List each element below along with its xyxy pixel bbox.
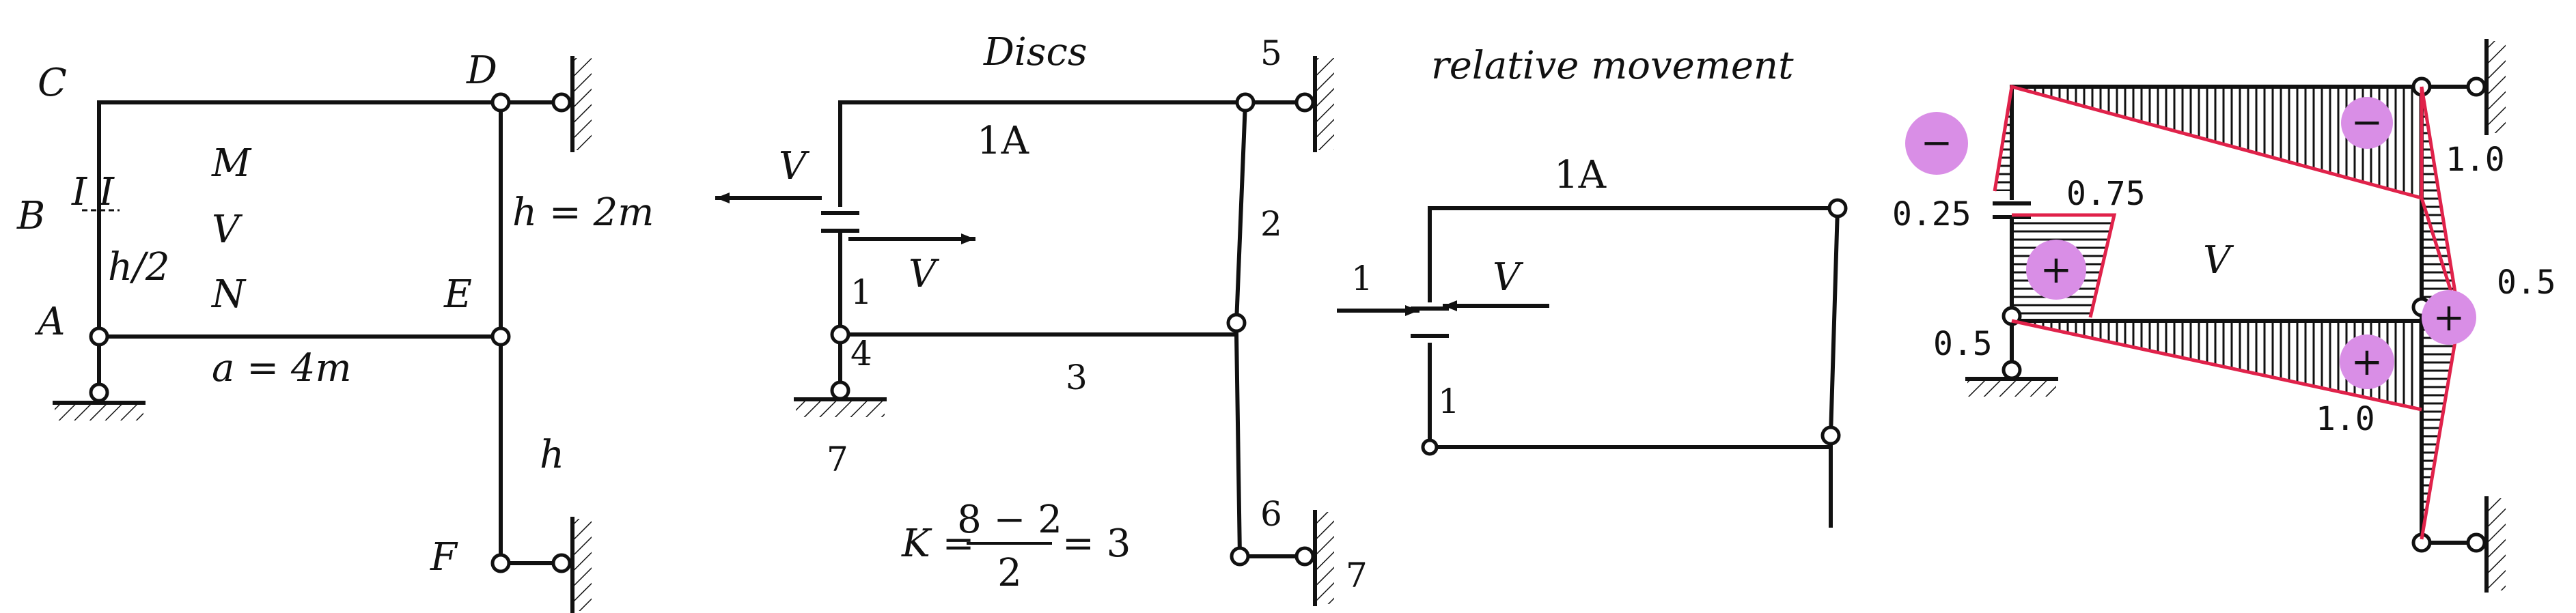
panel-relative-movement: relative movement 1A 1 V 1 [1337,44,1848,528]
formula-k: K = 8 − 2 2 = 3 [901,498,1131,595]
node-label-5: 5 [1260,33,1282,73]
force-label-m: M [211,141,252,186]
discs-title: Discs [983,30,1088,74]
disc-label-1a: 1A [977,119,1029,163]
svg-text:−: − [1921,121,1953,165]
node-label-c: C [38,61,67,105]
panel-discs: Discs 5 1A V 2 V 1 4 3 7 6 7 K = 8 − 2 2… [715,30,1368,606]
svg-text:+: + [2433,296,2465,340]
hinge-d [490,92,511,113]
relative-movement-title: relative movement [1431,44,1794,88]
svg-text:+: + [2040,248,2073,292]
node-label-7-left: 7 [827,440,848,479]
disc-label-1: 1 [1438,382,1460,421]
pin-support-f [499,517,592,613]
roller-support-a [53,334,146,420]
section-label: I I [71,170,115,214]
force-label-n: N [210,272,247,317]
dim-label-half-h: h/2 [108,245,170,289]
force-label-v: V [2203,238,2234,283]
value-label-0-75: 0.75 [2066,175,2146,213]
panel-internal-force-diagram: − − + + + 0.25 0.75 1.0 V 0.5 0.5 1.0 [1892,39,2556,593]
sign-marker-bottom-beam: + [2340,334,2394,389]
node-label-b: B [16,194,45,238]
node-label-6: 6 [1260,494,1282,534]
arrow-label-1: 1 [1351,259,1373,298]
disc-label-2: 2 [1260,204,1282,244]
force-label-v: V [212,208,243,252]
dim-label-h: h [540,433,564,477]
value-label-1-0-top: 1.0 [2446,141,2505,179]
sign-marker-top-right: − [2341,97,2393,149]
value-label-0-5-left: 0.5 [1933,325,1993,363]
node-label-a: A [34,300,65,344]
node-label-4: 4 [850,334,872,373]
value-label-0-5-right: 0.5 [2497,263,2556,302]
node-label-e: E [443,272,472,317]
diagram-outline-left [2012,213,2117,318]
node-label-7-right: 7 [1346,556,1368,595]
pin-support-d [499,56,592,152]
hinge-a [89,326,109,347]
value-label-0-25: 0.25 [1892,195,1971,233]
node-label-f: F [430,535,458,580]
sign-marker-positive-right: + [2422,290,2476,345]
node-label-d: D [466,48,497,93]
dim-label-a-4m: a = 4m [212,346,352,390]
sign-marker-negative: − [1905,112,1968,175]
force-label-v-left: V [779,144,810,188]
svg-text:8 − 2: 8 − 2 [957,498,1062,542]
svg-text:= 3: = 3 [1062,522,1131,566]
svg-text:−: − [2351,100,2383,145]
svg-text:2: 2 [997,551,1022,595]
hinge-f [490,553,511,573]
dim-label-h-2m: h = 2m [512,190,654,235]
diagram-outline-bottom [2011,319,2422,412]
force-label-v: V [1493,255,1524,300]
disc-label-1: 1 [850,272,872,312]
sign-marker-positive-left: + [2026,240,2086,300]
panel-frame-geometry: C D B I I M V N h/2 h = 2m E A a = 4m h … [16,48,654,613]
svg-text:K =: K = [901,522,975,566]
hinge-e [490,326,511,347]
force-label-v-right: V [909,252,940,296]
disc-label-3: 3 [1066,358,1088,397]
value-label-1-0-bottom: 1.0 [2316,400,2375,438]
disc-label-1a: 1A [1554,153,1607,197]
svg-text:+: + [2351,340,2383,384]
